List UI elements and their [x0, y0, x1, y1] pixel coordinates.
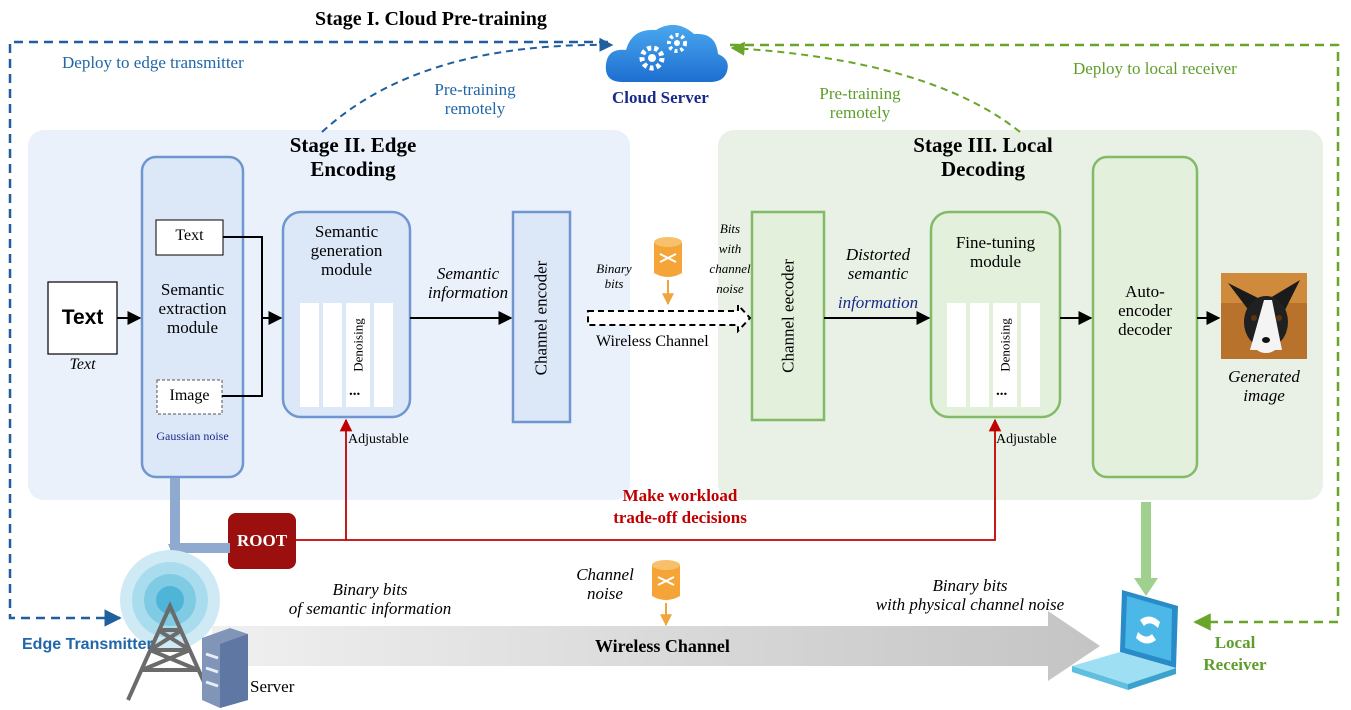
generation-dots: ... — [349, 383, 361, 399]
workload-decision-label: Make workload trade-off decisions — [613, 486, 747, 528]
generated-dog-image — [1221, 273, 1307, 359]
channel-decoder-block — [750, 210, 826, 422]
bottom-wireless-arrow — [212, 611, 1100, 681]
wireless-channel-upper-label: Wireless Channel — [596, 333, 709, 350]
generation-adjustable-label: Adjustable — [348, 432, 409, 447]
finetune-denoising-label: Denoising — [997, 318, 1013, 372]
root-block — [228, 513, 296, 569]
channel-decoder-label: Channel eecoder — [778, 259, 798, 373]
binary-bits-label: Binary bits — [596, 261, 632, 291]
extraction-image-label: Image — [169, 387, 210, 404]
local-receiver-label: Local Receiver — [1203, 633, 1267, 675]
input-text-box-label: Text — [61, 306, 104, 329]
wireless-channel-lower-label: Wireless Channel — [595, 636, 730, 656]
server-label: Server — [250, 677, 295, 696]
binary-semantic-label: Binary bits of semantic information — [288, 580, 452, 619]
finetune-adjustable-label: Adjustable — [996, 432, 1057, 447]
generation-denoising-label: Denoising — [350, 318, 366, 372]
distorted-semantic-label: Distorted semantic — [845, 245, 911, 284]
deploy-edge-label: Deploy to edge transmitter — [62, 53, 244, 72]
input-text-box — [47, 281, 118, 355]
input-text-caption: Text — [69, 356, 96, 373]
pretrain-right-dashed-curve — [730, 41, 1021, 133]
deploy-local-dashed-line — [730, 43, 1340, 631]
distorted-information-label: information — [837, 293, 919, 312]
finetune-dots: ... — [996, 383, 1008, 399]
fine-tuning-label: Fine-tuning module — [955, 233, 1036, 272]
deploy-edge-dashed-line — [8, 40, 608, 627]
stage2-title: Stage II. Edge Encoding — [289, 133, 417, 181]
pretrain-right-label: Pre-training remotely — [819, 84, 901, 123]
channel-encoder-label: Channel encoder — [531, 260, 551, 376]
stage3-title: Stage III. Local Decoding — [913, 133, 1053, 181]
semantic-extraction-label: Semantic extraction module — [158, 280, 227, 338]
radio-tower-icon — [120, 550, 220, 701]
cloud-server-label: Cloud Server — [612, 88, 709, 107]
wireless-channel-dashed-arrow — [587, 302, 752, 334]
gaussian-noise-label: Gaussian noise — [156, 429, 229, 443]
bits-with-noise-label: Bits with channel noise — [709, 221, 751, 297]
deploy-local-label: Deploy to local receiver — [1073, 59, 1237, 78]
server-rack-icon — [202, 628, 248, 708]
pretrain-left-label: Pre-training remotely — [434, 80, 516, 119]
extraction-text-label: Text — [175, 227, 204, 244]
channel-noise-label: Channel noise — [576, 565, 634, 604]
channel-encoder-block — [511, 210, 572, 424]
autoencoder-decoder-label: Auto- encoder decoder — [1118, 282, 1172, 340]
laptop-icon — [1072, 590, 1178, 690]
cloud-server-icon — [605, 24, 728, 82]
root-label: ROOT — [236, 531, 288, 550]
stage1-title: Stage I. Cloud Pre-training — [315, 8, 547, 30]
edge-transmitter-label: Edge Transmitter — [22, 636, 153, 653]
database-icon-bottom — [652, 560, 680, 627]
semantic-information-label: Semantic information — [427, 264, 509, 303]
semantic-generation-label: Semantic generation module — [310, 222, 383, 280]
generated-image-label: Generated image — [1228, 367, 1300, 406]
extraction-image-input — [156, 379, 223, 415]
binary-physical-label: Binary bits with physical channel noise — [875, 576, 1065, 615]
database-icon — [654, 237, 682, 306]
